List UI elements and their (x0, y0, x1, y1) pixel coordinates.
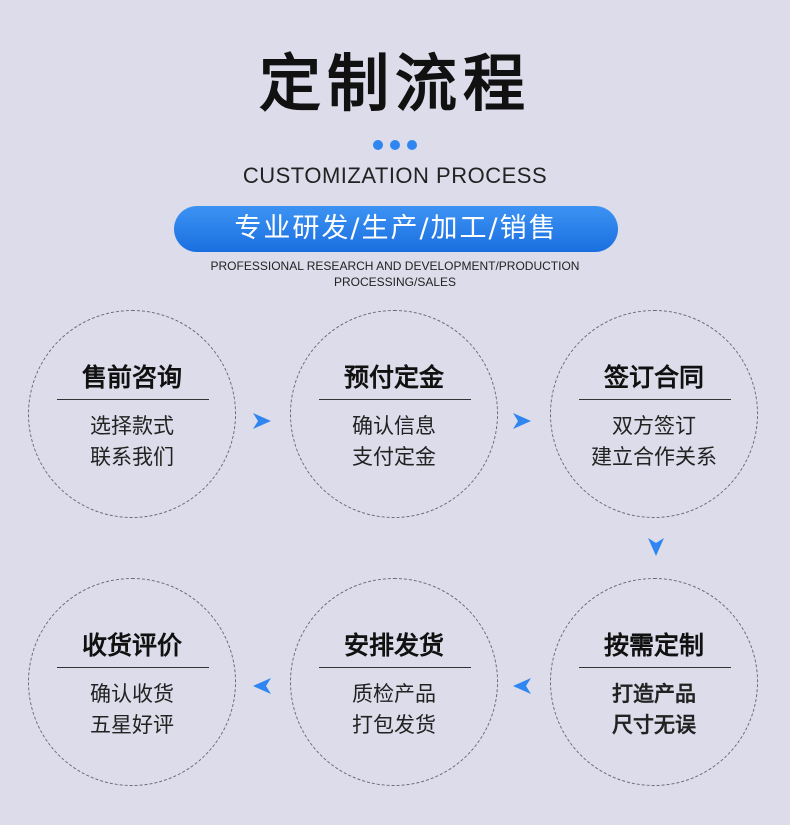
step-description: 双方签订 建立合作关系 (551, 411, 757, 473)
step-custom-made: 按需定制 打造产品 尺寸无误 (550, 578, 758, 786)
arrow-left-icon (513, 678, 531, 694)
arrow-right-icon (513, 413, 531, 429)
step-deposit: 预付定金 确认信息 支付定金 (290, 310, 498, 518)
step-title: 按需定制 (603, 631, 704, 660)
step-desc-line: 确认收货 (90, 682, 174, 706)
step-description: 打造产品 尺寸无误 (551, 679, 757, 741)
arrow-left-icon (253, 678, 271, 694)
step-desc-line: 支付定金 (352, 445, 436, 469)
step-description: 确认信息 支付定金 (291, 411, 497, 473)
step-sign-contract: 签订合同 双方签订 建立合作关系 (550, 310, 758, 518)
step-desc-line: 尺寸无误 (612, 713, 696, 737)
service-banner-english: PROFESSIONAL RESEARCH AND DEVELOPMENT/PR… (200, 258, 590, 290)
step-desc-line: 质检产品 (352, 682, 436, 706)
page-subtitle: CUSTOMIZATION PROCESS (242, 163, 548, 188)
step-presales-consult: 售前咨询 选择款式 联系我们 (28, 310, 236, 518)
step-desc-line: 五星好评 (90, 713, 174, 737)
step-arrange-shipping: 安排发货 质检产品 打包发货 (290, 578, 498, 786)
step-title: 预付定金 (343, 363, 444, 392)
divider (579, 399, 731, 400)
step-desc-line: 建立合作关系 (591, 445, 717, 469)
step-title: 签订合同 (603, 363, 704, 392)
divider (319, 667, 471, 668)
step-desc-line: 联系我们 (90, 445, 174, 469)
dot-icon (390, 140, 400, 150)
step-receive-review: 收货评价 确认收货 五星好评 (28, 578, 236, 786)
step-desc-line: 选择款式 (90, 414, 174, 438)
divider (579, 667, 731, 668)
divider (319, 399, 471, 400)
step-desc-line: 打造产品 (612, 682, 696, 706)
arrow-down-icon (648, 538, 664, 556)
step-desc-line: 确认信息 (352, 414, 436, 438)
decorative-dots (373, 140, 417, 150)
step-title: 收货评价 (81, 631, 182, 660)
step-desc-line: 双方签订 (612, 414, 696, 438)
service-banner-english-line1: PROFESSIONAL RESEARCH AND DEVELOPMENT/PR… (210, 259, 580, 273)
dot-icon (407, 140, 417, 150)
step-description: 选择款式 联系我们 (29, 411, 235, 473)
service-banner: 专业研发/生产/加工/销售 (174, 206, 618, 252)
step-title: 售前咨询 (81, 363, 182, 392)
step-description: 质检产品 打包发货 (291, 679, 497, 741)
divider (57, 667, 209, 668)
step-desc-line: 打包发货 (352, 713, 436, 737)
page-title: 定制流程 (258, 47, 531, 120)
arrow-right-icon (253, 413, 271, 429)
service-banner-english-line2: PROCESSING/SALES (333, 275, 457, 289)
dot-icon (373, 140, 383, 150)
step-description: 确认收货 五星好评 (29, 679, 235, 741)
step-title: 安排发货 (343, 631, 444, 660)
divider (57, 399, 209, 400)
